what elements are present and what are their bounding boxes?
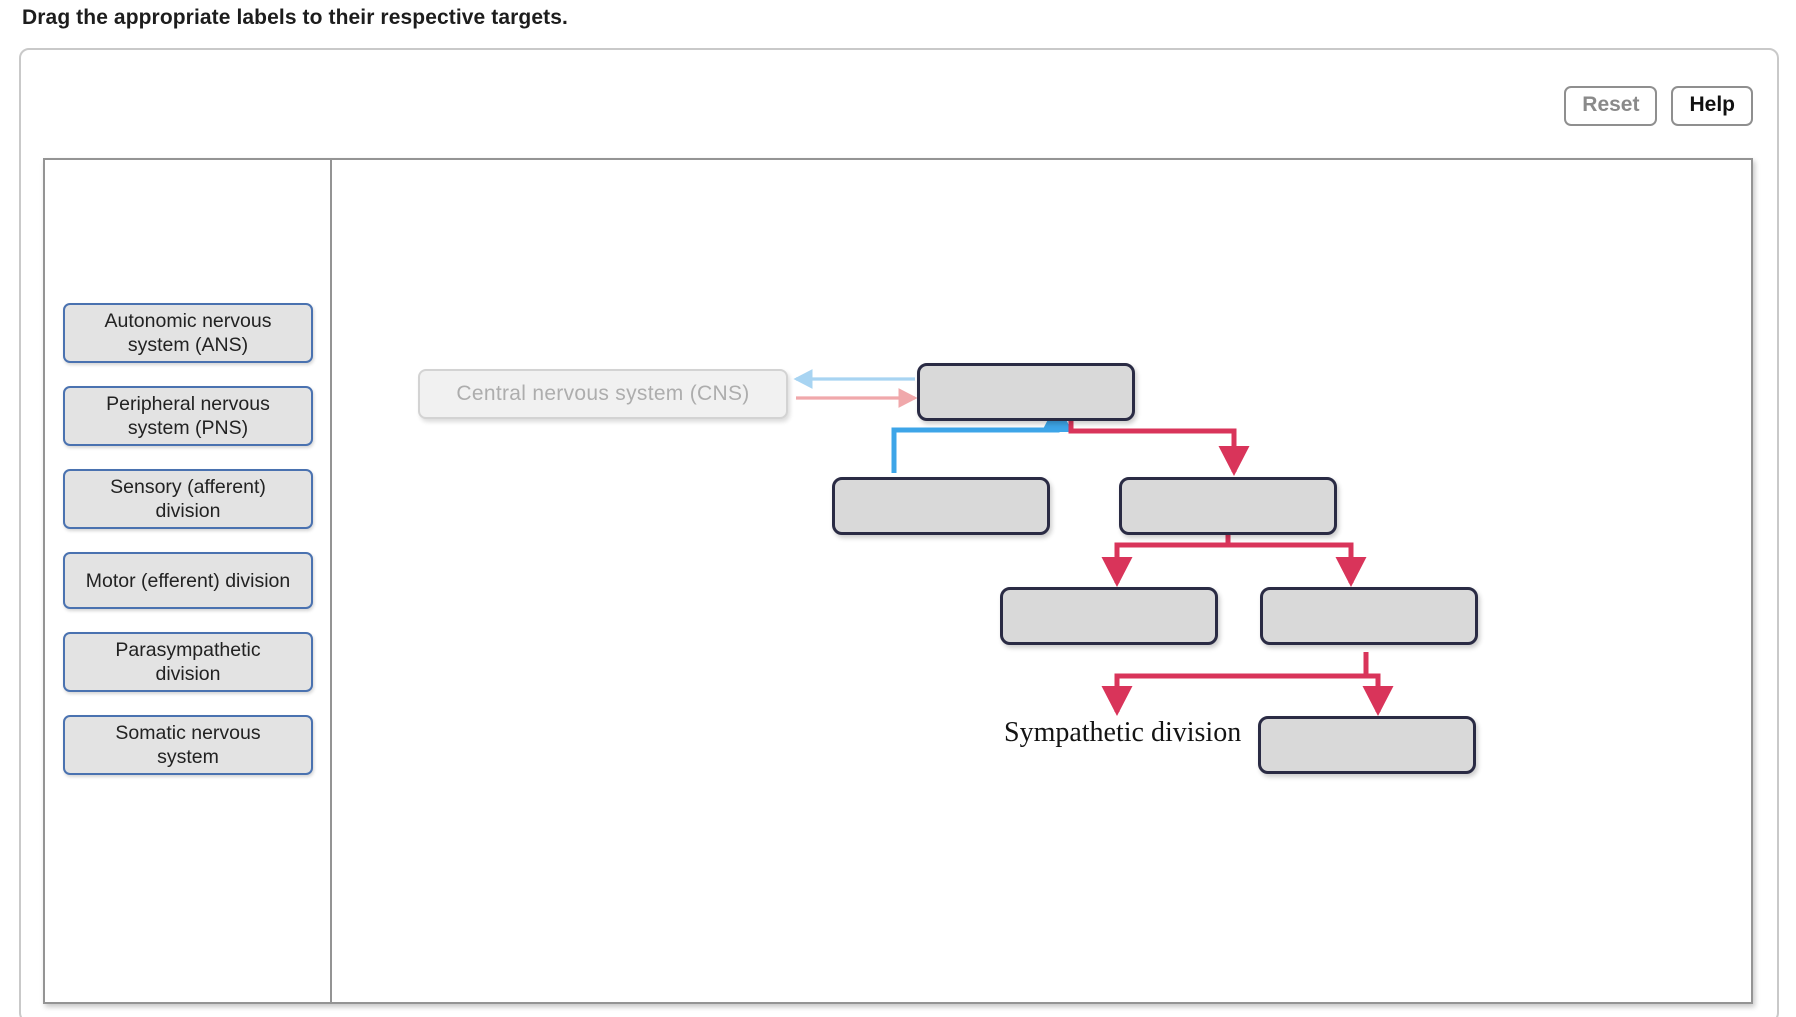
draggable-label-pns[interactable]: Peripheral nervous system (PNS) <box>63 386 313 446</box>
drop-target-2[interactable] <box>832 477 1050 535</box>
draggable-label-somatic[interactable]: Somatic nervous system <box>63 715 313 775</box>
drop-target-1[interactable] <box>917 363 1135 421</box>
placed-label-cns[interactable]: Central nervous system (CNS) <box>418 369 788 419</box>
reset-button[interactable]: Reset <box>1564 86 1658 127</box>
page-title: Drag the appropriate labels to their res… <box>22 6 568 29</box>
draggable-label-ans[interactable]: Autonomic nervous system (ANS) <box>63 303 313 363</box>
drop-target-5[interactable] <box>1260 587 1478 645</box>
diagram-connectors <box>793 369 1394 717</box>
label-bank: Autonomic nervous system (ANS) Periphera… <box>45 160 332 1002</box>
static-label-sympathetic-division: Sympathetic division <box>1004 717 1242 748</box>
exercise-panel: Reset Help Autonomic nervous system (ANS… <box>19 48 1779 1017</box>
draggable-label-parasympathetic[interactable]: Parasympathetic division <box>63 632 313 692</box>
help-button[interactable]: Help <box>1671 86 1753 127</box>
toolbar: Reset Help <box>1564 86 1753 127</box>
arrow-to-sympathetic <box>1101 652 1369 717</box>
draggable-label-motor[interactable]: Motor (efferent) division <box>63 552 313 609</box>
draggable-label-sensory[interactable]: Sensory (afferent) division <box>63 469 313 529</box>
drop-target-3[interactable] <box>1119 477 1337 535</box>
drop-target-6[interactable] <box>1258 716 1476 774</box>
diagram-canvas: Central nervous system (CNS) Sympathetic… <box>332 160 1751 1002</box>
workspace: Autonomic nervous system (ANS) Periphera… <box>43 158 1753 1004</box>
drop-target-4[interactable] <box>1000 587 1218 645</box>
label-bank-list: Autonomic nervous system (ANS) Periphera… <box>63 303 313 798</box>
arrow-to-parasympathetic <box>1362 652 1394 717</box>
